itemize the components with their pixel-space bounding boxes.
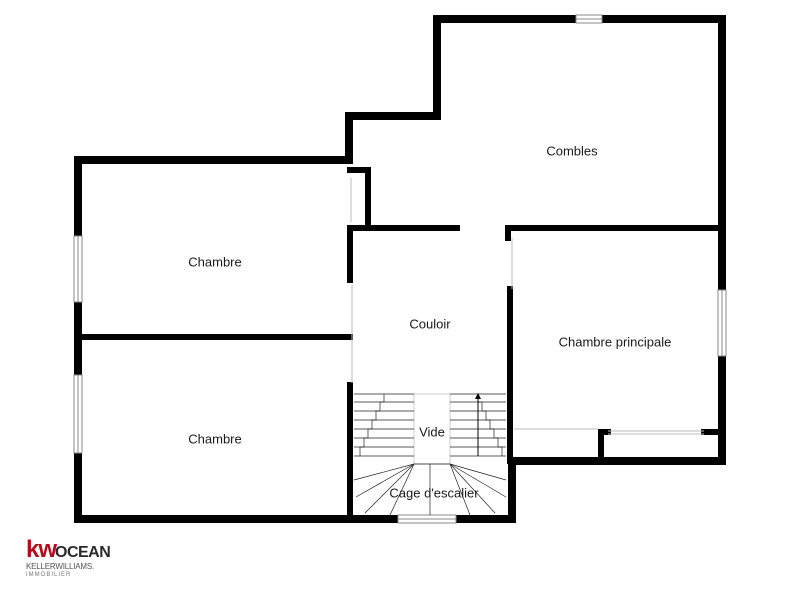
windows: [73, 14, 727, 524]
logo-immobilier-text: IMMOBILIER: [26, 572, 72, 578]
room-label-vide: Vide: [417, 424, 447, 440]
room-label-chambre-principale: Chambre principale: [558, 334, 672, 350]
room-label-chambre-bottom: Chambre: [188, 431, 242, 447]
openings: [350, 178, 704, 435]
room-label-combles: Combles: [546, 143, 598, 159]
staircase: [353, 393, 507, 516]
stair-direction-arrow-head: [475, 393, 481, 399]
room-label-cage-escalier: Cage d'escalier: [389, 485, 479, 501]
interior-walls: [77, 167, 723, 518]
logo-ocean-text: OCEAN: [55, 544, 111, 561]
room-label-chambre-top: Chambre: [188, 254, 242, 270]
outer-wall-main: [74, 15, 726, 523]
room-label-couloir: Couloir: [409, 316, 451, 332]
kw-ocean-logo: kw OCEAN KELLERWILLIAMS. IMMOBILIER: [26, 538, 126, 582]
exterior-walls: [74, 15, 726, 523]
logo-kw-mark: kw: [26, 536, 57, 563]
logo-kellerwilliams-text: KELLERWILLIAMS.: [26, 562, 94, 571]
